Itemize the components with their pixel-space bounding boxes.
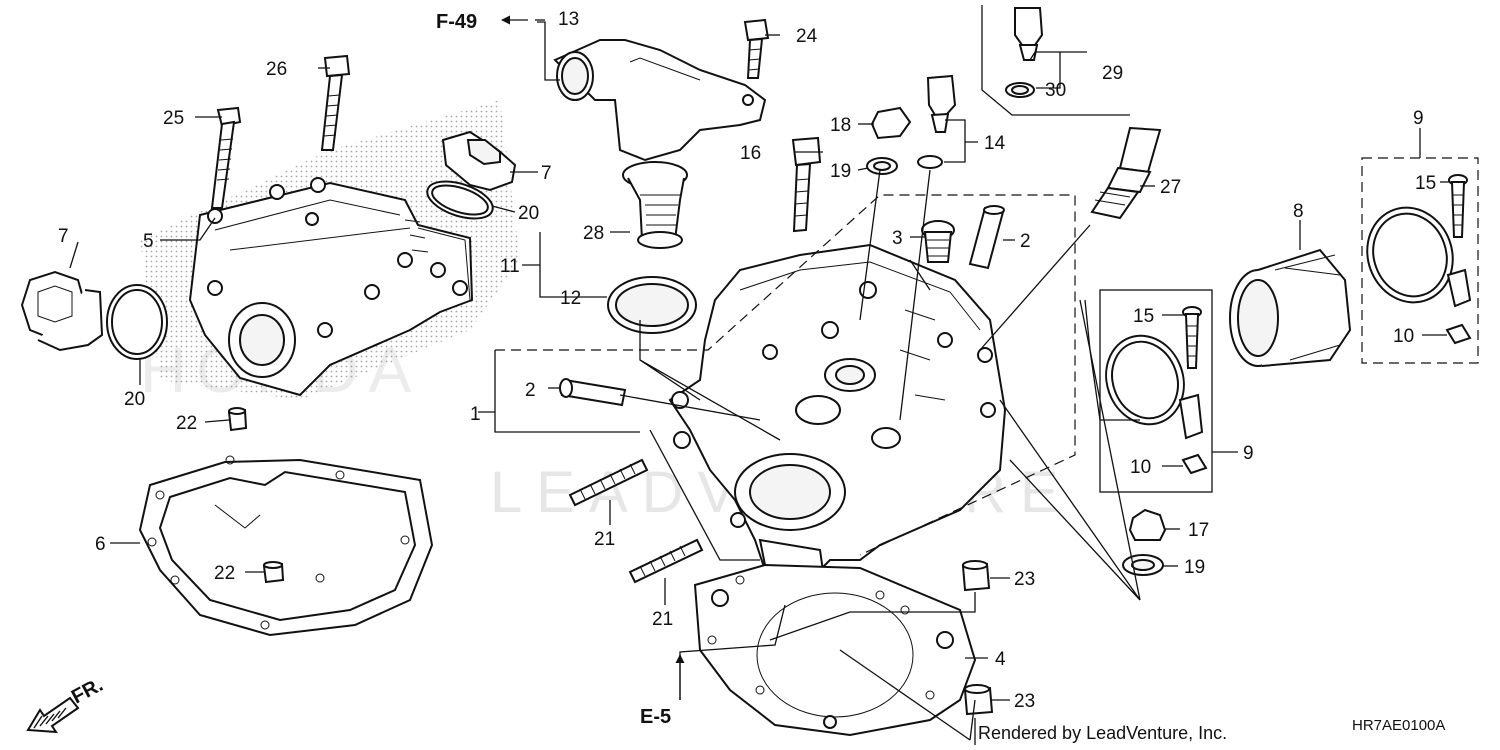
carburetor-insulator[interactable] bbox=[1229, 248, 1352, 367]
leader-lines bbox=[69, 19, 1450, 741]
band-screw-right[interactable] bbox=[1448, 174, 1468, 238]
dowel-23-upper[interactable] bbox=[961, 560, 991, 592]
callout-22-upper: 22 bbox=[176, 413, 197, 434]
spark-plug[interactable] bbox=[1090, 126, 1162, 220]
callout-18: 18 bbox=[830, 115, 851, 136]
callout-7-right: 7 bbox=[541, 163, 552, 184]
render-credit: Rendered by LeadVenture, Inc. bbox=[978, 723, 1227, 743]
head-cover-gasket[interactable] bbox=[138, 455, 434, 637]
insulator-band-left[interactable] bbox=[1094, 325, 1204, 440]
callout-10-left: 10 bbox=[1130, 457, 1151, 478]
callout-12: 12 bbox=[560, 288, 581, 309]
ref-e5-label: E-5 bbox=[640, 706, 671, 728]
callout-26: 26 bbox=[266, 59, 287, 80]
bolt-25[interactable] bbox=[210, 106, 242, 209]
sensor-group-bracket bbox=[981, 5, 1130, 116]
callout-10-right: 10 bbox=[1393, 326, 1414, 347]
callout-13: 13 bbox=[558, 9, 579, 30]
callout-6: 6 bbox=[95, 534, 106, 555]
callout-2-left: 2 bbox=[525, 380, 536, 401]
callout-23-upper: 23 bbox=[1014, 569, 1035, 590]
dowel-pin-22-lower[interactable] bbox=[262, 561, 285, 584]
stud-bolt-upper[interactable] bbox=[568, 458, 649, 507]
thermostat-housing-cover[interactable] bbox=[553, 39, 767, 162]
callout-9-left: 9 bbox=[1243, 443, 1254, 464]
thermostat[interactable] bbox=[622, 161, 688, 249]
callout-16: 16 bbox=[740, 143, 761, 164]
sealing-bolt-3[interactable] bbox=[921, 220, 955, 263]
cylinder-head-bracket bbox=[494, 350, 640, 433]
callout-7-left: 7 bbox=[58, 226, 69, 247]
callout-27: 27 bbox=[1160, 177, 1181, 198]
callout-29: 29 bbox=[1102, 63, 1123, 84]
callout-23-lower: 23 bbox=[1014, 691, 1035, 712]
valve-guide-upper[interactable] bbox=[968, 205, 1005, 270]
temperature-sensor-14[interactable] bbox=[917, 74, 957, 169]
insulator-band-right[interactable] bbox=[1354, 196, 1472, 315]
callout-22-lower: 22 bbox=[214, 563, 235, 584]
callout-5: 5 bbox=[143, 231, 154, 252]
front-arrow bbox=[26, 696, 80, 734]
washer-30[interactable] bbox=[1005, 82, 1035, 98]
callout-20-left: 20 bbox=[124, 389, 145, 410]
washer-19-upper[interactable] bbox=[866, 157, 898, 175]
callout-21-upper: 21 bbox=[594, 529, 615, 550]
nut-18[interactable] bbox=[870, 106, 912, 140]
band-kit-box-left bbox=[1099, 289, 1213, 493]
stud-bolt-lower[interactable] bbox=[628, 538, 704, 584]
band-nut-left[interactable] bbox=[1181, 453, 1208, 475]
callout-2-upper: 2 bbox=[1020, 231, 1031, 252]
callout-25: 25 bbox=[163, 108, 184, 129]
callout-15-left: 15 bbox=[1133, 306, 1154, 327]
callout-4: 4 bbox=[995, 649, 1006, 670]
callout-9-right: 9 bbox=[1413, 108, 1424, 129]
thermostat-seal-12[interactable] bbox=[607, 276, 697, 334]
callout-24: 24 bbox=[796, 26, 818, 47]
callout-30: 30 bbox=[1045, 80, 1066, 101]
cylinder-head-gasket[interactable] bbox=[693, 563, 977, 737]
band-screw-left[interactable] bbox=[1182, 306, 1202, 369]
oil-filler-cap-right[interactable] bbox=[441, 130, 517, 192]
valve-guide-left[interactable] bbox=[559, 378, 627, 407]
callout-8: 8 bbox=[1293, 201, 1304, 222]
dowel-23-lower[interactable] bbox=[963, 684, 994, 716]
callout-28: 28 bbox=[583, 223, 604, 244]
bolt-24[interactable] bbox=[743, 18, 770, 79]
dowel-pin-22-upper[interactable] bbox=[227, 407, 248, 432]
cylinder-head-outline bbox=[495, 194, 1076, 556]
o-ring-right[interactable] bbox=[423, 174, 498, 225]
callout-15-right: 15 bbox=[1415, 173, 1436, 194]
cap-nut-17[interactable] bbox=[1128, 508, 1167, 541]
o-ring-left[interactable] bbox=[106, 284, 168, 360]
callout-3: 3 bbox=[892, 228, 903, 249]
bolt-26[interactable] bbox=[320, 54, 351, 151]
callout-19-upper: 19 bbox=[830, 161, 851, 182]
callout-11: 11 bbox=[500, 256, 520, 277]
callout-14: 14 bbox=[984, 133, 1006, 154]
cylinder-head[interactable] bbox=[668, 243, 1007, 594]
oil-filler-cap-left[interactable] bbox=[20, 270, 104, 352]
callout-21-lower: 21 bbox=[652, 609, 673, 630]
callout-19-lower: 19 bbox=[1184, 557, 1205, 578]
callout-1: 1 bbox=[470, 404, 481, 425]
diagram-code: HR7AE0100A bbox=[1352, 717, 1445, 734]
cylinder-head-cover[interactable] bbox=[188, 177, 474, 397]
callout-20-right: 20 bbox=[518, 203, 539, 224]
ref-f49-label: F-49 bbox=[436, 11, 477, 33]
callout-17: 17 bbox=[1188, 520, 1209, 541]
band-nut-right[interactable] bbox=[1445, 323, 1472, 345]
washer-19-lower[interactable] bbox=[1122, 554, 1164, 576]
